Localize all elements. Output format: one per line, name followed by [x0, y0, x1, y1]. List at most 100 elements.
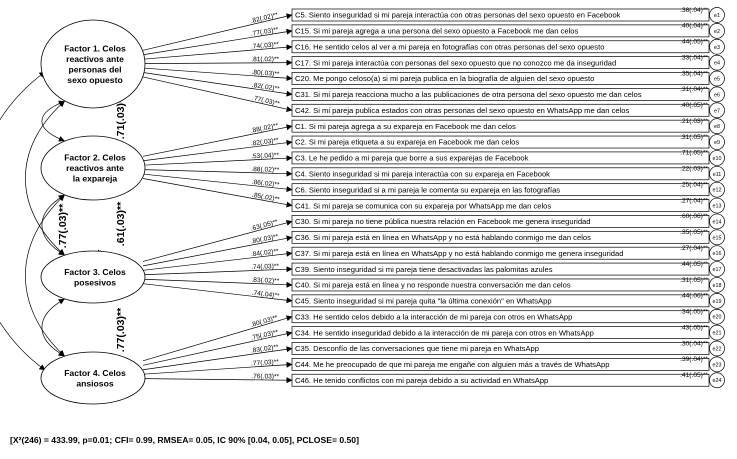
- error-term: [709, 277, 725, 293]
- error-term: [709, 181, 725, 198]
- loading-arrow: [142, 155, 293, 166]
- residual-label: .25(.04)**: [680, 181, 708, 188]
- loading-arrow: [142, 124, 293, 157]
- error-term: [709, 292, 725, 309]
- residual-label: .60(.06)**: [680, 213, 708, 220]
- item-box: C44. Me he preocupado de que mi pareja m…: [291, 356, 725, 373]
- loading-label: .77(.03)**: [251, 95, 280, 108]
- loading-arrow: [142, 13, 293, 51]
- loading-label: .84(.02)**: [251, 248, 280, 258]
- loading-label: .86(.02)**: [251, 179, 280, 189]
- loading-arrow: [142, 377, 293, 384]
- loading-label: .77(.03)**: [251, 359, 280, 368]
- error-term: [709, 197, 725, 214]
- loading-arrow: [142, 278, 293, 288]
- correlation-label: .77(.03)**: [115, 307, 127, 352]
- item-box: C2. Si mi pareja etiqueta a su expareja …: [291, 134, 725, 150]
- loading-arrow: [142, 76, 293, 113]
- loading-arrow: [142, 59, 293, 66]
- loading-label: .82(.03)**: [251, 137, 280, 147]
- loading-label: .74(.03)**: [251, 41, 280, 50]
- item-label: C33. He sentido celos debido a la intera…: [295, 312, 572, 321]
- loading-label: .74(.03)**: [251, 263, 280, 271]
- loading-arrow: [142, 346, 293, 371]
- residual-label: .40(.04)**: [680, 23, 708, 30]
- loading-label: .77(.03)**: [250, 26, 279, 37]
- item-label: C45. Siento inseguridad si mi pareja qui…: [295, 297, 552, 306]
- error-term: [709, 261, 725, 277]
- error-term: [709, 70, 725, 87]
- error-term: [709, 308, 725, 325]
- item-label: C30. Si mi pareja no tiene pública nuest…: [295, 217, 591, 226]
- item-box: C4. Siento inseguridad si mi pareja inte…: [291, 166, 725, 182]
- factor-ellipse: [40, 351, 146, 405]
- factor-label: Factor 1. Celos: [64, 43, 126, 53]
- error-label: e18: [713, 283, 722, 289]
- residual-label: .31(.05)**: [680, 277, 708, 284]
- residual-label: .31(.05)**: [680, 134, 708, 141]
- correlation-arrow: [41, 100, 65, 142]
- residual-label: .39(.04)**: [680, 356, 708, 363]
- factor-label: reactivos ante: [66, 54, 124, 64]
- factor-correlations: .71(.03)**.76(.03)**.77(.03)**.61(.03)**…: [0, 71, 127, 371]
- error-label: e15: [713, 235, 722, 241]
- loading-arrow: [142, 283, 293, 304]
- loading-arrow: [142, 72, 293, 97]
- error-label: e23: [713, 362, 722, 368]
- item-label: C41. Si mi pareja se comunica con su exp…: [295, 201, 551, 210]
- item-label: C20. Me pongo celoso(a) si mi pareja pub…: [295, 74, 594, 83]
- error-label: e21: [713, 331, 722, 337]
- error-label: e2: [714, 29, 720, 35]
- error-label: e11: [713, 172, 722, 178]
- error-label: e9: [714, 140, 720, 146]
- factor-label: Factor 2. Celos: [64, 153, 126, 163]
- error-term: [709, 150, 725, 166]
- item-label: C3. Le he pedido a mi pareja que borre a…: [295, 154, 529, 163]
- loading-label: .85(.02)**: [251, 192, 280, 204]
- factor-label: la expareja: [73, 174, 118, 184]
- loading-label: .74(.04)**: [251, 290, 280, 300]
- loading-arrow: [142, 361, 293, 375]
- error-label: e7: [714, 108, 720, 114]
- factor-loadings: .82(.02)**.77(.03)**.74(.03)**.81(.02)**…: [142, 12, 293, 384]
- item-box: C37. Si mi pareja está en línea en Whats…: [291, 245, 725, 262]
- item-box: C20. Me pongo celoso(a) si mi pareja pub…: [291, 70, 725, 87]
- loading-label: .75(.03)**: [250, 329, 279, 342]
- residual-label: .34(.05)**: [680, 309, 708, 316]
- error-label: e17: [713, 267, 722, 273]
- item-label: C16. He sentido celos al ver a mi pareja…: [295, 42, 604, 51]
- error-term: [709, 340, 725, 357]
- residual-label: .30(.04)**: [680, 340, 708, 347]
- item-label: C34. He sentido inseguridad debido a la …: [295, 328, 594, 337]
- error-label: e16: [713, 251, 722, 257]
- item-box: C34. He sentido inseguridad debido a la …: [291, 324, 725, 341]
- error-term: [709, 324, 725, 341]
- item-label: C42. Si mi pareja publica estados con ot…: [295, 106, 630, 115]
- error-term: [709, 54, 725, 71]
- loading-arrow: [142, 250, 293, 271]
- residual-label: .38(.04)**: [680, 7, 708, 14]
- loading-label: .80(.03)**: [250, 314, 279, 329]
- loading-label: .81(.02)**: [251, 56, 279, 63]
- loading-label: .76(.03)**: [251, 373, 279, 380]
- item-label: C1. Si mi pareja agrega a su expareja en…: [295, 122, 516, 131]
- item-label: C40. Si mi pareja está en línea y no res…: [295, 281, 571, 290]
- error-term: [709, 7, 725, 23]
- error-term: [709, 38, 725, 55]
- item-box: C40. Si mi pareja está en línea y no res…: [291, 277, 725, 293]
- residual-label: .33(.04)**: [680, 54, 708, 61]
- error-label: e8: [714, 124, 720, 130]
- error-term: [709, 23, 725, 39]
- factor-ellipse: [40, 19, 146, 109]
- item-box: C1. Si mi pareja agrega a su expareja en…: [291, 118, 725, 135]
- loading-label: .80(.03)**: [250, 233, 279, 245]
- error-term: [709, 86, 725, 103]
- item-label: C35. Desconfío de las conversaciones que…: [295, 344, 539, 353]
- factor-ellipse: [40, 135, 146, 201]
- residual-label: .22(.03)**: [680, 166, 708, 173]
- residual-label: .31(.04)**: [680, 86, 708, 93]
